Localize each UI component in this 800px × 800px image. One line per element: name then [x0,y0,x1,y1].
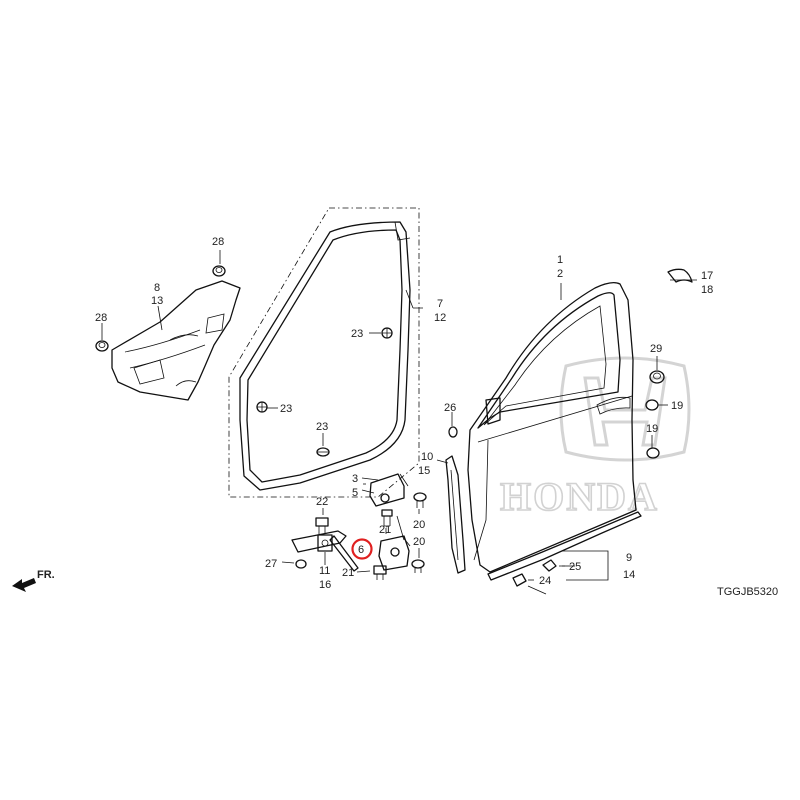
callout-26: 26 [444,402,456,414]
callout-1: 1 [557,254,563,266]
bolt-27 [295,559,307,569]
bolt-20-a [413,492,427,508]
callout-11: 11 [319,565,330,577]
callout-16: 16 [319,579,331,591]
callout-2: 2 [557,268,563,280]
leader-lines [101,250,697,595]
callout-13: 13 [151,295,163,307]
door-checker [291,530,359,572]
callout-19-a: 19 [671,400,683,412]
belt-molding [487,511,642,581]
lower-hinge [378,535,411,571]
callout-18: 18 [701,284,713,296]
upper-hinge [369,473,409,507]
nut-28-top [212,265,226,277]
bolt-21-a [381,509,393,527]
callout-23-a: 23 [351,328,363,340]
callout-25: 25 [569,561,581,573]
callout-23-b: 23 [280,403,292,415]
callout-20-b: 20 [413,536,425,548]
callout-labels: 28 28 8 13 7 12 23 23 23 1 2 17 18 29 19… [95,236,713,591]
callout-5: 5 [352,487,358,499]
callout-17: 17 [701,270,713,282]
front-label: FR. [37,569,55,581]
callout-21-b: 21 [342,567,354,579]
callout-28-left: 28 [95,312,107,324]
nut-28-left [95,340,109,352]
front-arrow-icon [12,578,36,592]
clip-24 [512,573,527,587]
callout-27: 27 [265,558,277,570]
weatherstrip-box [228,207,420,498]
callout-12: 12 [434,312,446,324]
callout-29: 29 [650,343,662,355]
callout-7: 7 [437,298,443,310]
callout-24: 24 [539,575,551,587]
bolt-21-b [373,565,387,580]
clip-23-c [316,447,330,457]
bolt-20-b [411,559,425,573]
callout-14: 14 [623,569,635,581]
clip-23-b [256,401,268,413]
callout-8: 8 [154,282,160,294]
highlighted-callout-6: 6 [351,538,373,560]
door-insulator-panel [111,280,241,401]
front-direction-indicator: FR. [12,569,55,592]
callout-22: 22 [316,496,328,508]
callout-9: 9 [626,552,632,564]
callout-15: 15 [418,465,430,477]
callout-28-top: 28 [212,236,224,248]
nut-19-a [645,399,659,411]
nut-19-b [646,447,660,459]
callout-23-c: 23 [316,421,328,433]
front-door-shell [467,282,637,573]
clip-25 [542,559,557,572]
callout-21-a: 21 [379,524,391,536]
bolt-22 [315,517,329,534]
callout-6: 6 [358,544,364,556]
callout-19-b: 19 [646,423,658,435]
clip-23-a [381,327,393,339]
door-sash-channel [445,455,466,574]
callout-20-a: 20 [413,519,425,531]
grommet-26 [448,426,458,438]
callout-3: 3 [352,473,358,485]
diagram-code: TGGJB5320 [717,586,778,598]
grommet-29 [649,370,665,384]
callout-10: 10 [421,451,433,463]
